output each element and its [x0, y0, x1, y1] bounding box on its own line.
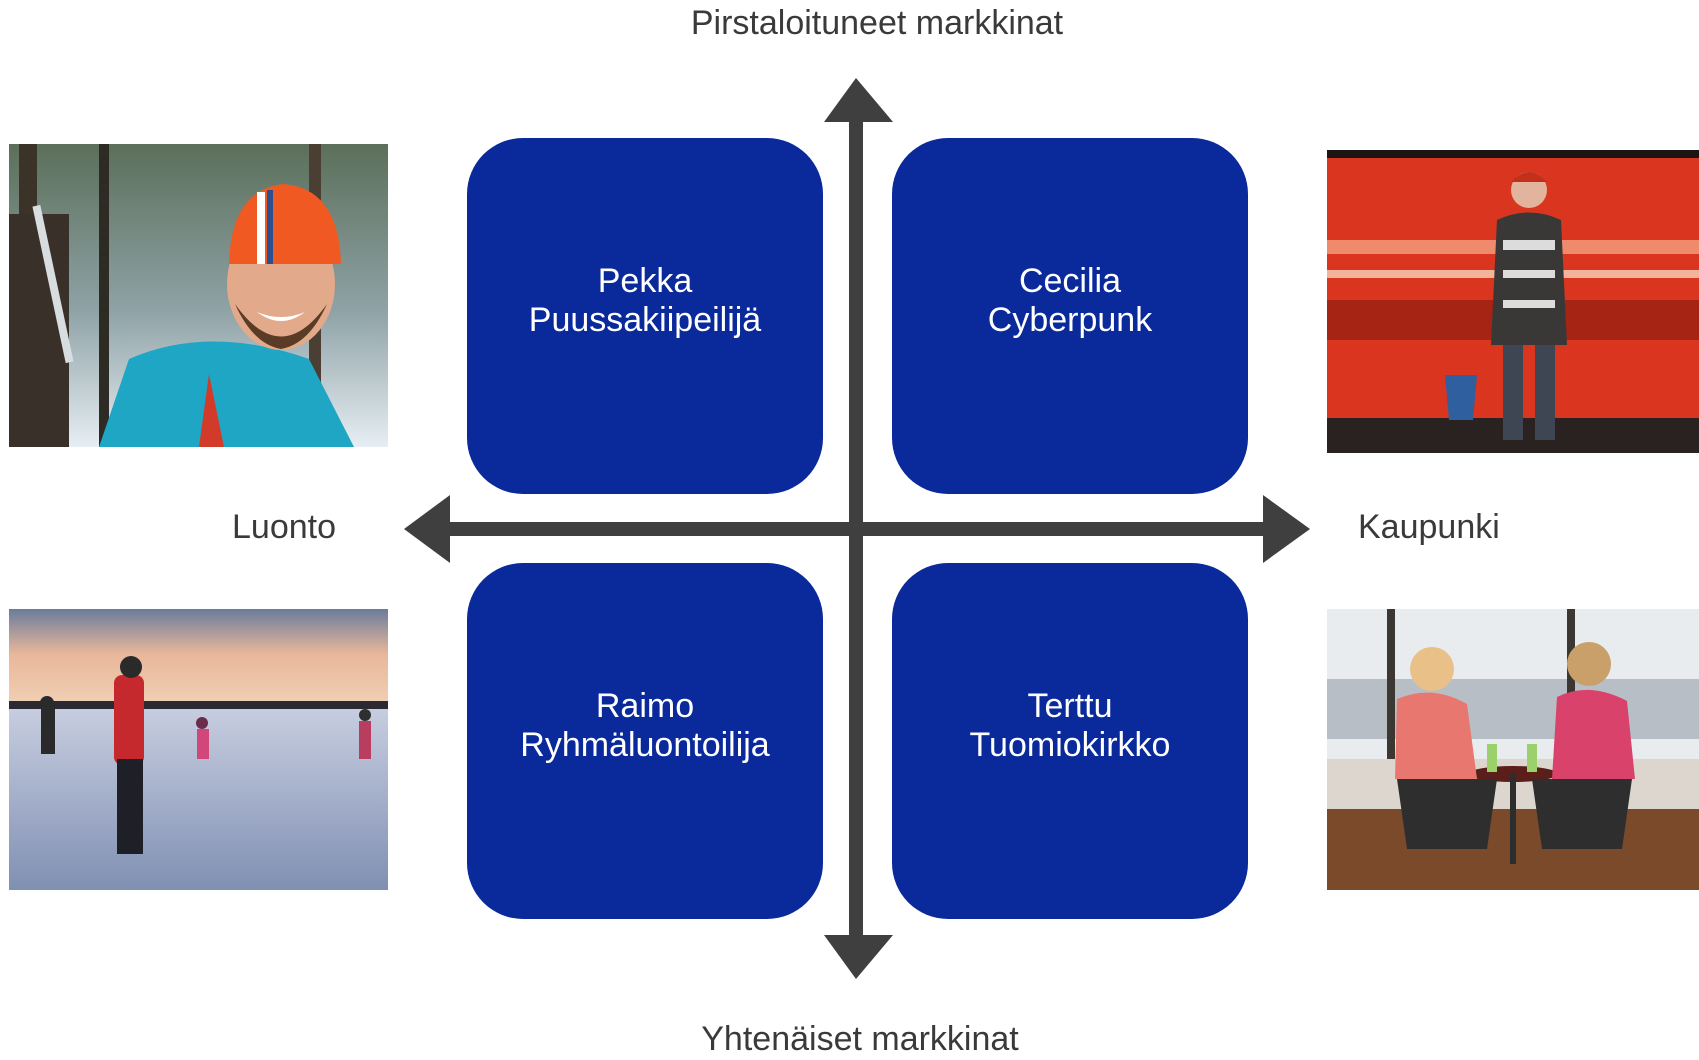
axis-label-left: Luonto — [232, 508, 336, 546]
axis-label-right: Kaupunki — [1358, 508, 1500, 546]
arrow-down-icon — [824, 935, 893, 979]
arrow-left-icon — [404, 495, 450, 563]
photo-frozen-lake-skaters — [9, 609, 388, 890]
persona-box-pekka: Pekka Puussakiipeilijä — [467, 138, 823, 494]
photo-woman-metro-train — [1327, 150, 1699, 453]
persona-first-name: Cecilia — [1018, 262, 1122, 300]
axis-label-bottom: Yhtenäiset markkinat — [701, 1020, 1019, 1058]
axis-label-top: Pirstaloituneet markkinat — [690, 4, 1064, 42]
persona-descriptor: Cyberpunk — [987, 301, 1153, 339]
persona-descriptor: Tuomiokirkko — [969, 726, 1171, 764]
persona-box-raimo: Raimo Ryhmäluontoilija — [467, 563, 823, 919]
persona-descriptor: Ryhmäluontoilija — [520, 726, 770, 764]
persona-first-name: Raimo — [595, 687, 695, 725]
photo-women-cafe — [1327, 609, 1699, 890]
persona-descriptor: Puussakiipeilijä — [528, 301, 762, 339]
persona-box-cecilia: Cecilia Cyberpunk — [892, 138, 1248, 494]
persona-first-name: Terttu — [1027, 687, 1113, 725]
horizontal-axis-line — [448, 522, 1268, 536]
arrow-up-icon — [824, 78, 893, 122]
photo-man-orange-beanie — [9, 144, 388, 447]
arrow-right-icon — [1263, 495, 1310, 563]
persona-first-name: Pekka — [597, 262, 693, 300]
persona-box-terttu: Terttu Tuomiokirkko — [892, 563, 1248, 919]
